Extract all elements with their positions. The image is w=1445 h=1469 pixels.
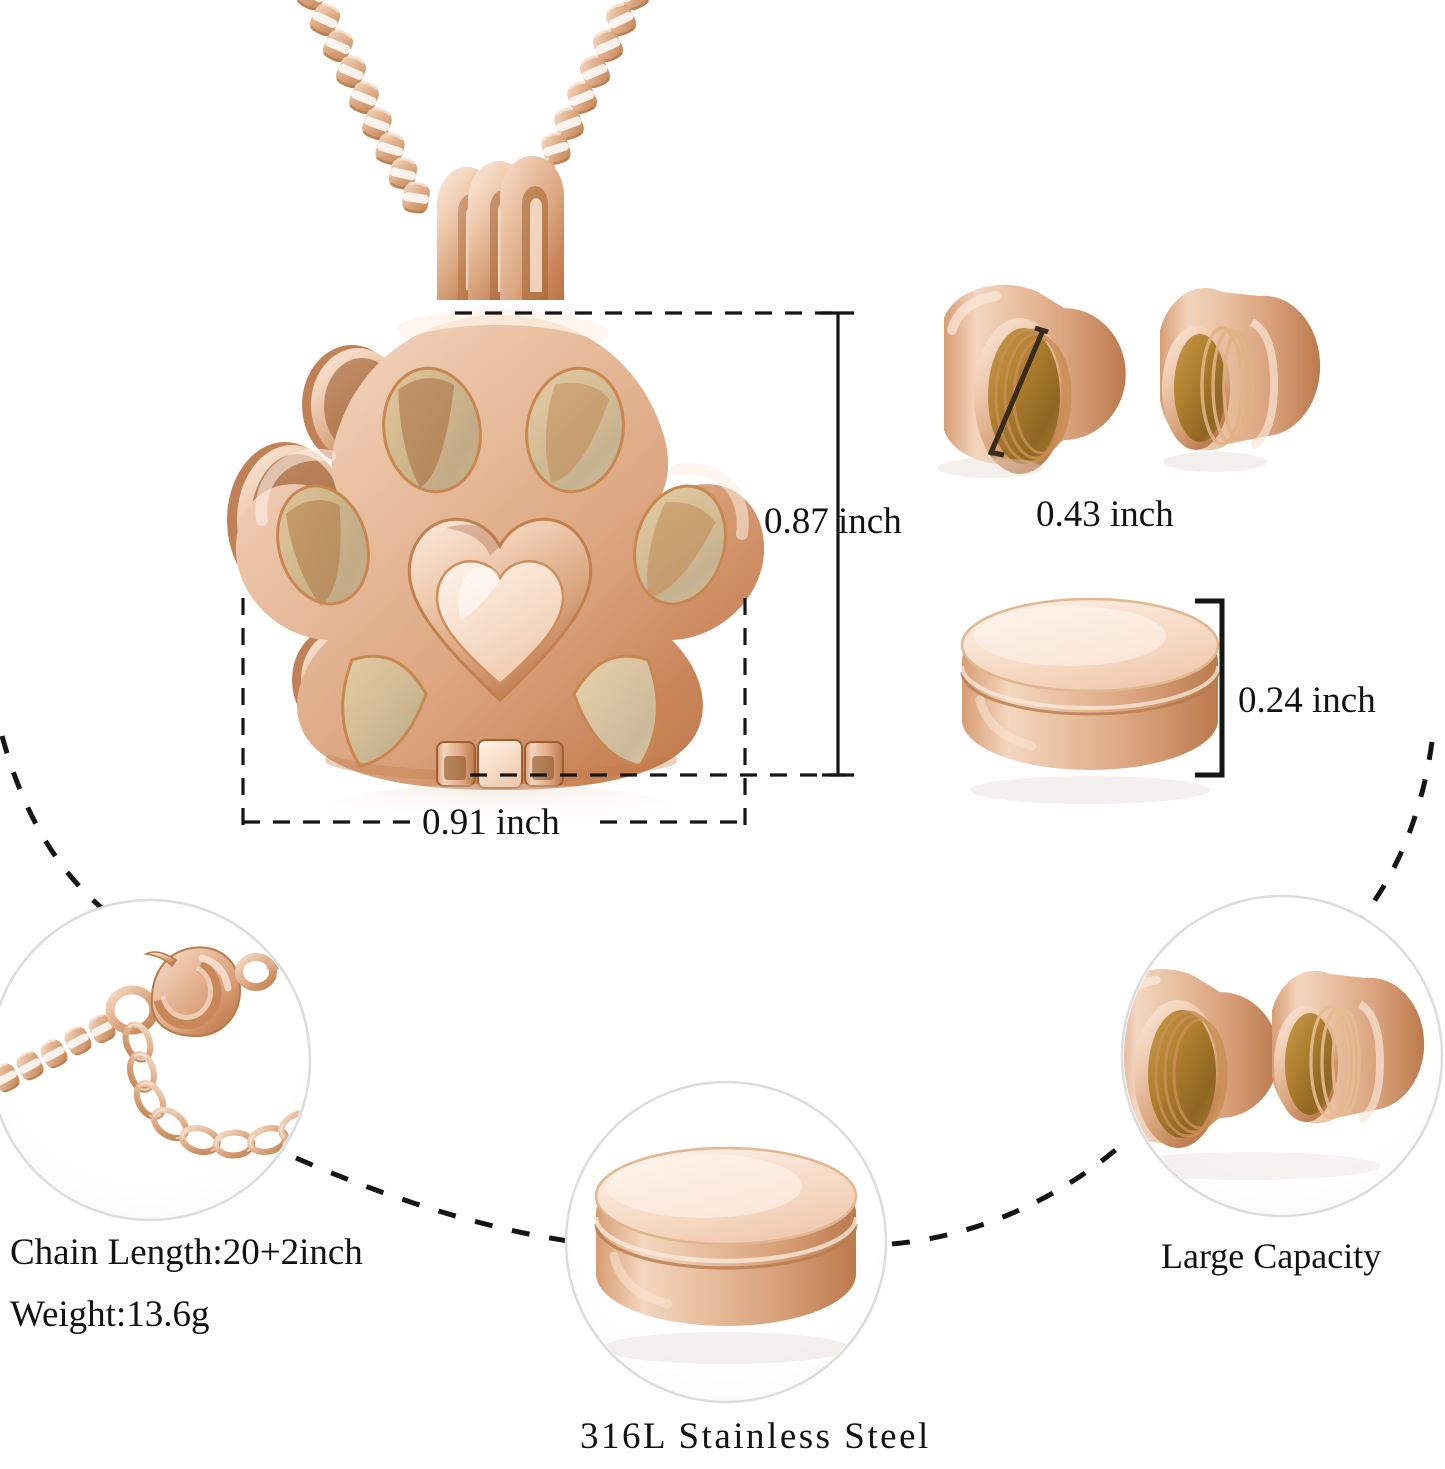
heart-icon xyxy=(407,517,593,703)
callout-closed-canister xyxy=(564,1080,888,1404)
urn-canister-closed-icon xyxy=(593,1146,859,1364)
feature-label-capacity: Large Capacity xyxy=(1161,1236,1382,1276)
callout-clasp-extender xyxy=(0,898,312,1222)
locket-hinge xyxy=(436,739,564,789)
spec-chain-length: Chain Length:20+2inch xyxy=(10,1232,363,1273)
paw-print-cage-locket-icon xyxy=(227,308,765,840)
height-tick-caps xyxy=(822,311,854,777)
urn-canister-open-icon xyxy=(1124,969,1425,1180)
spec-weight: Weight:13.6g xyxy=(10,1294,210,1335)
urn-height-bracket xyxy=(1195,598,1225,778)
feature-label-material: 316L Stainless Steel xyxy=(580,1416,931,1457)
callout-connector-lines xyxy=(0,735,1435,1247)
urn-canister-closed-icon xyxy=(960,597,1220,804)
urn-canister-open-icon xyxy=(938,284,1321,478)
lobster-clasp-icon xyxy=(143,927,308,1038)
dimension-label-urn-diameter: 0.43 inch xyxy=(1036,494,1174,535)
callout-open-urn-halves xyxy=(1120,894,1444,1218)
pendant-dimension-guides xyxy=(241,311,846,828)
dimension-label-pendant-width: 0.91 inch xyxy=(422,802,560,843)
dimension-label-urn-height: 0.24 inch xyxy=(1238,680,1376,721)
dimension-label-pendant-height: 0.87 inch xyxy=(764,501,902,542)
pendant-bail xyxy=(437,156,564,300)
